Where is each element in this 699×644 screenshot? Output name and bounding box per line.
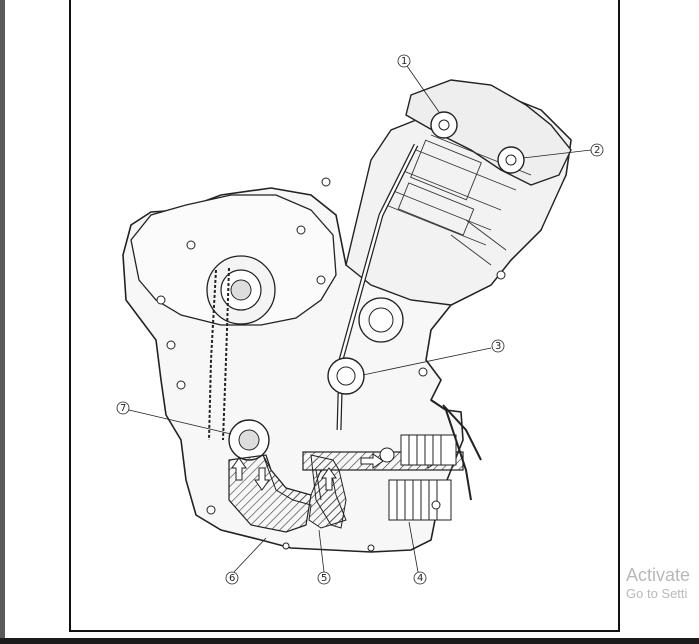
svg-text:7: 7 xyxy=(120,403,126,414)
transmission-gears xyxy=(379,434,457,521)
callout-5: 5 xyxy=(317,571,331,585)
activate-windows-watermark: Activate Go to Setti xyxy=(626,564,699,602)
svg-text:4: 4 xyxy=(417,573,423,584)
callout-3: 3 xyxy=(491,339,505,353)
svg-text:1: 1 xyxy=(401,56,407,67)
callout-6: 6 xyxy=(225,571,239,585)
watermark-line-2: Go to Setti xyxy=(626,586,688,601)
callout-2: 2 xyxy=(590,143,604,157)
cylinder-head xyxy=(405,79,572,186)
callout-4: 4 xyxy=(413,571,427,585)
svg-text:2: 2 xyxy=(594,145,600,156)
callout-leaders xyxy=(128,65,592,573)
window-left-edge xyxy=(0,0,5,644)
callout-1: 1 xyxy=(397,54,411,68)
oil-strainer-passage xyxy=(228,454,312,533)
watermark-line-1: Activate xyxy=(626,565,691,585)
svg-text:6: 6 xyxy=(229,573,235,584)
cam-chain xyxy=(208,267,230,441)
camshaft-intake xyxy=(497,146,525,174)
svg-text:3: 3 xyxy=(495,341,501,352)
camshaft-exhaust xyxy=(430,111,458,139)
water-pump-hose xyxy=(430,399,482,501)
cylinder-detail-lines xyxy=(385,134,532,266)
svg-text:5: 5 xyxy=(321,573,327,584)
bolt-bosses xyxy=(166,177,506,552)
engine-cutaway-drawing: 1 2 3 4 5 6 7 xyxy=(116,54,604,585)
main-oil-gallery xyxy=(327,357,365,395)
callout-7: 7 xyxy=(116,401,130,415)
window-bottom-edge xyxy=(0,638,699,644)
engine-lubrication-figure: 1 2 3 4 5 6 7 xyxy=(69,0,620,632)
